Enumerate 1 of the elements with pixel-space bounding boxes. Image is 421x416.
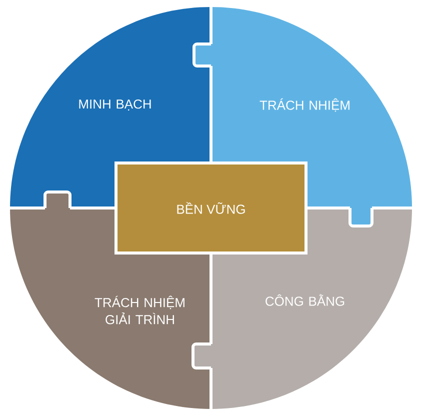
center-box: BỀN VỮNG [114,162,308,254]
